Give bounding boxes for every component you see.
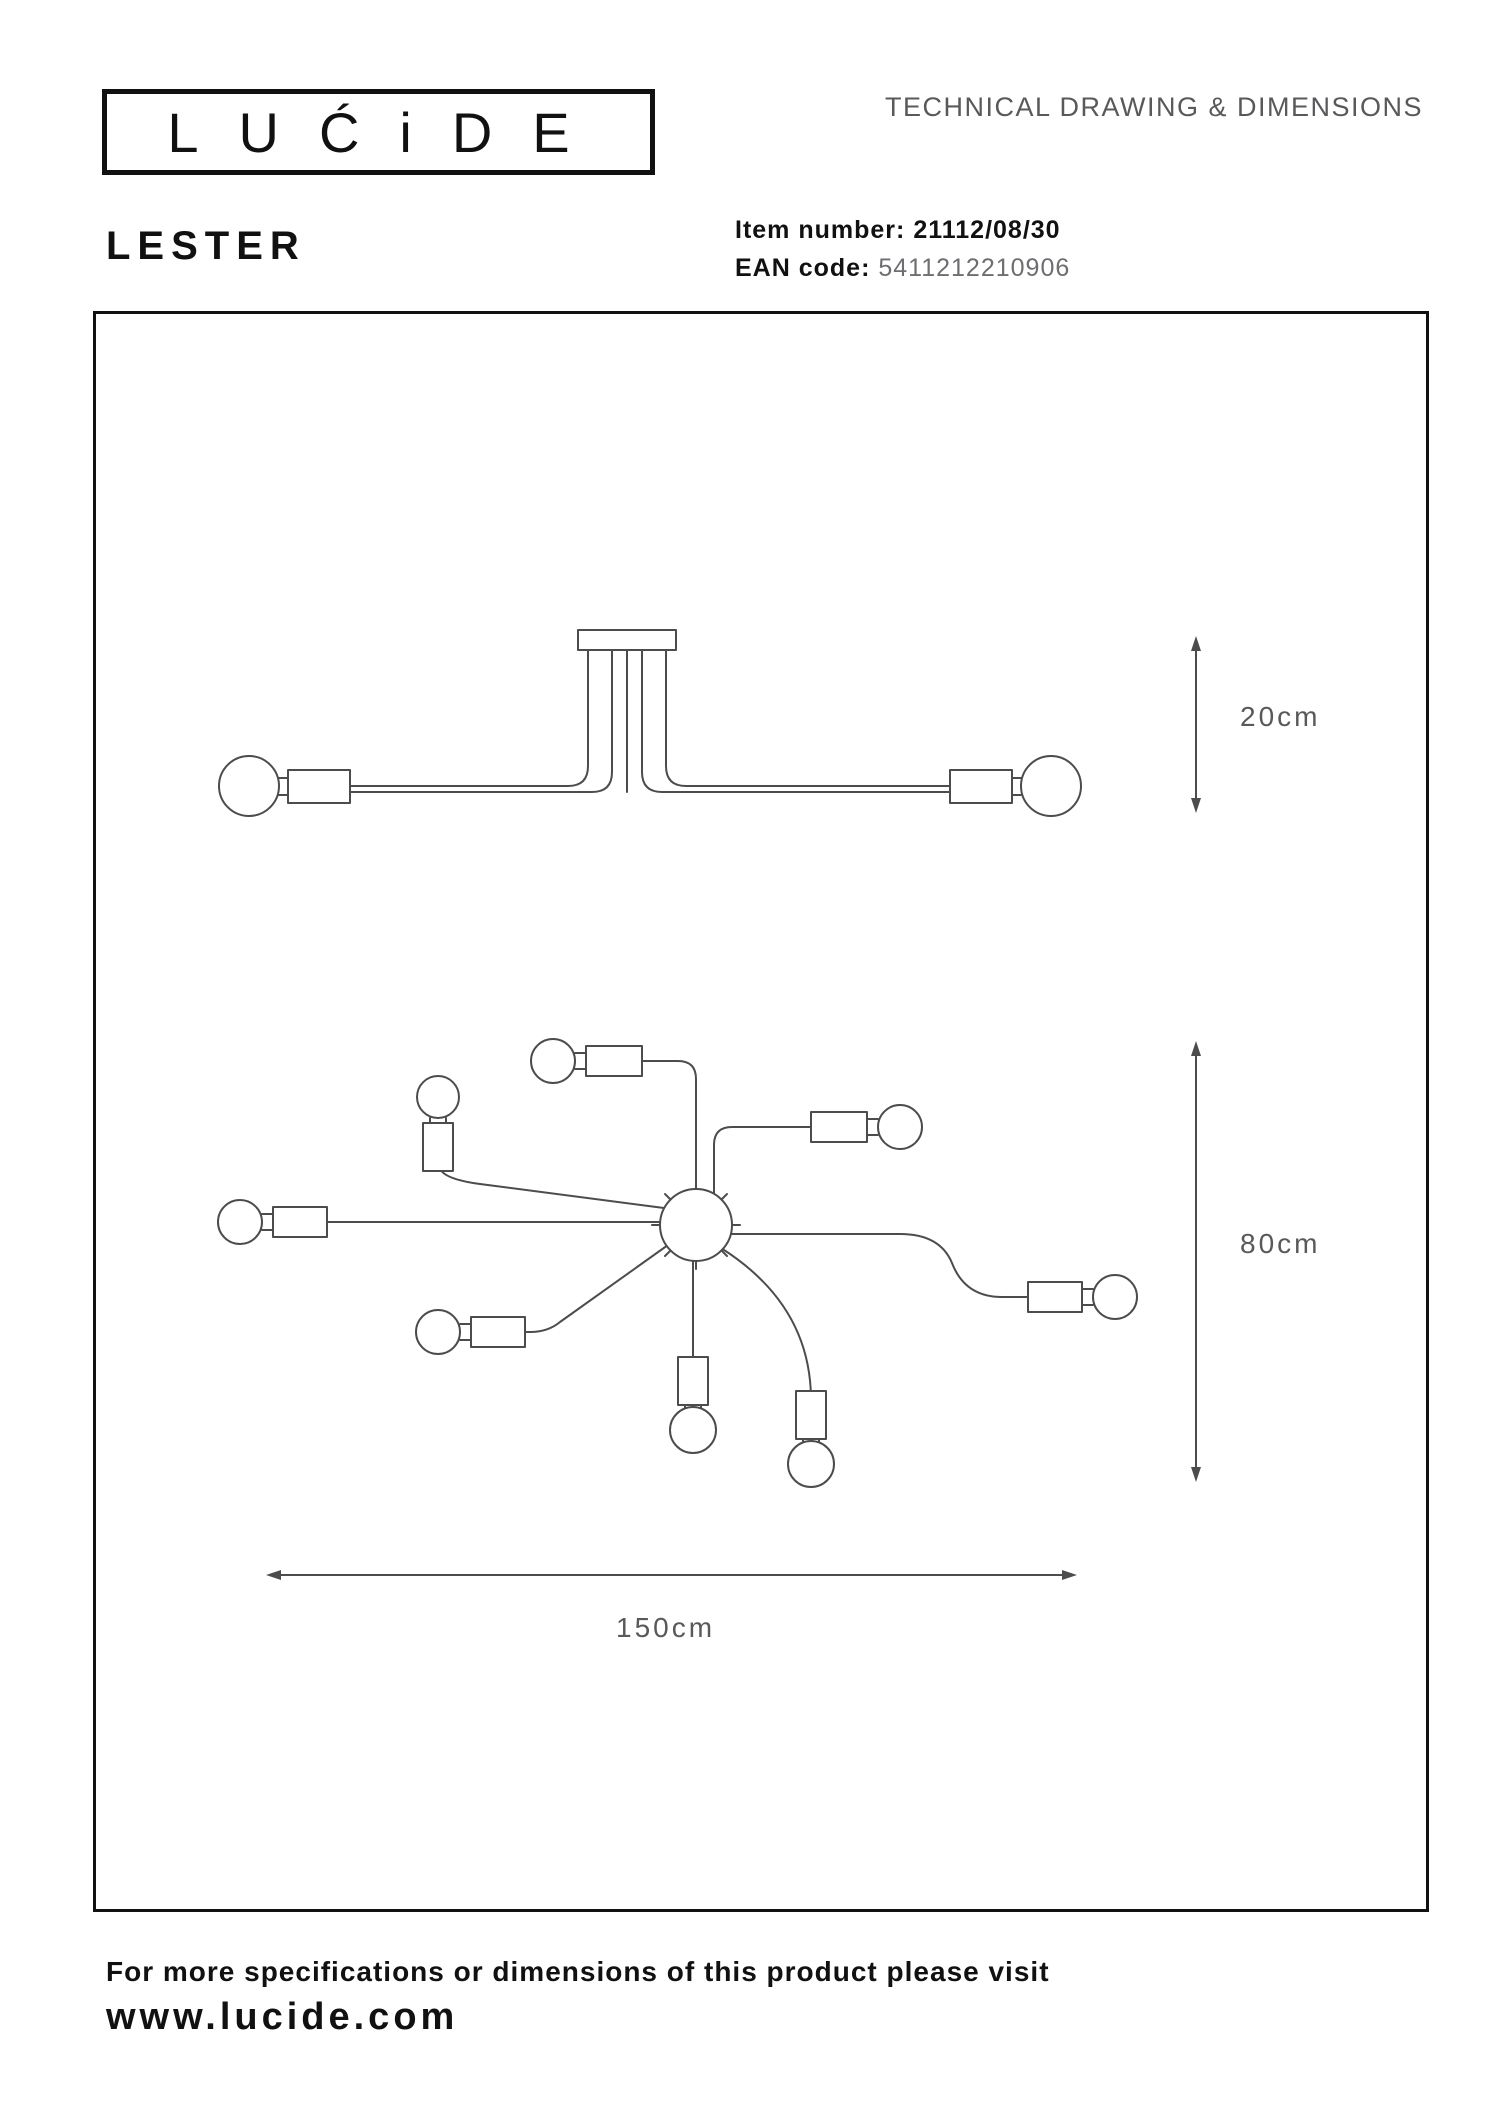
ean-code-label: EAN code: — [735, 254, 871, 282]
product-name: LESTER — [106, 224, 306, 268]
dimension-label-20cm: 20cm — [1240, 701, 1321, 732]
ean-code-value: 5411212210906 — [878, 254, 1071, 282]
technical-drawing-frame — [93, 311, 1429, 1912]
lucide-logo: LUĆiDE — [102, 89, 655, 175]
footer-website: www.lucide.com — [106, 1996, 459, 2038]
item-number-label: Item number: — [735, 216, 906, 244]
lucide-logo-text: LUĆiDE — [167, 100, 610, 164]
product-identifiers: Item number: 21112/08/30 EAN code: 54112… — [735, 216, 1070, 283]
footer-note: For more specifications or dimensions of… — [106, 1956, 1050, 1987]
dimension-label-150cm: 150cm — [616, 1612, 716, 1643]
dimension-label-80cm: 80cm — [1240, 1228, 1321, 1259]
document-type-title: TECHNICAL DRAWING & DIMENSIONS — [884, 92, 1423, 122]
item-number-value: 21112/08/30 — [913, 216, 1061, 244]
item-number-line: Item number: 21112/08/30 — [735, 216, 1070, 245]
ean-code-line: EAN code: 5411212210906 — [735, 254, 1070, 283]
